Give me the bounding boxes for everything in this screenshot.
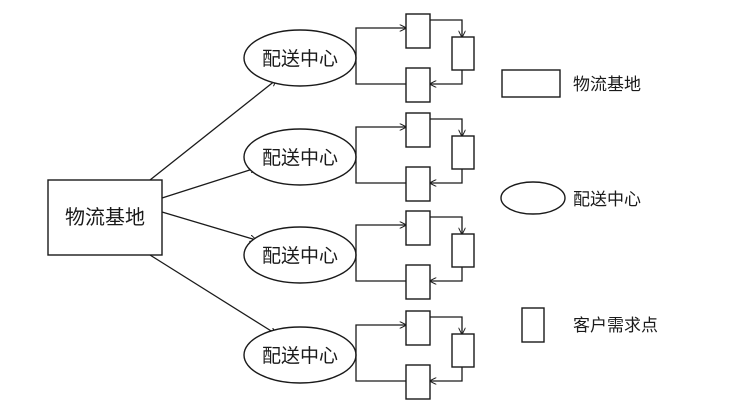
legend-center-swatch <box>500 181 566 215</box>
customer-loop-connector <box>430 169 463 183</box>
customer-point-node <box>405 166 431 202</box>
distribution-cluster-2: 配送中心 <box>243 112 475 202</box>
customer-point-node <box>405 364 431 400</box>
customer-loop-connector <box>430 19 462 37</box>
legend-item-base: 物流基地 <box>501 69 641 98</box>
legend-item-center: 配送中心 <box>500 181 641 215</box>
legend: 物流基地 配送中心 客户需求点 <box>500 69 658 343</box>
customer-point-node <box>451 233 475 268</box>
legend-center-label: 配送中心 <box>573 190 641 210</box>
center-to-customer-connector <box>355 58 406 85</box>
customer-loop-connector <box>430 118 462 136</box>
center-to-customer-connector <box>355 355 406 382</box>
customer-point-node <box>405 112 431 148</box>
center-to-customer-connector <box>355 225 406 255</box>
customer-loop-connector <box>430 70 463 84</box>
center-to-customer-connector <box>355 255 406 282</box>
center-to-customer-connector <box>355 157 406 184</box>
hub-to-center-arrows <box>149 80 276 334</box>
legend-base-label: 物流基地 <box>573 75 641 95</box>
customer-loop-connector <box>430 316 462 334</box>
customer-loop-connector <box>430 216 462 234</box>
customer-point-node <box>405 264 431 300</box>
logistics-base-node: 物流基地 <box>47 179 163 256</box>
customer-point-node <box>405 67 431 103</box>
customer-point-node <box>451 135 475 170</box>
customer-point-node <box>405 310 431 346</box>
customer-point-node <box>405 13 431 49</box>
distribution-cluster-1: 配送中心 <box>243 13 475 103</box>
distribution-cluster-4: 配送中心 <box>243 310 475 400</box>
customer-loop-connector <box>430 267 463 281</box>
center-to-customer-connector <box>355 325 406 355</box>
arrow-to-center-2 <box>161 168 256 199</box>
customer-point-node <box>405 210 431 246</box>
arrow-to-center-1 <box>149 80 276 181</box>
legend-customer-label: 客户需求点 <box>573 316 658 336</box>
logistics-base-label: 物流基地 <box>65 205 145 229</box>
distribution-center-label: 配送中心 <box>262 345 338 367</box>
customer-point-node <box>451 36 475 71</box>
center-to-customer-connector <box>355 127 406 157</box>
distribution-center-label: 配送中心 <box>262 48 338 70</box>
arrow-to-center-3 <box>161 211 256 240</box>
arrow-to-center-4 <box>149 254 276 334</box>
legend-base-swatch <box>501 69 561 98</box>
customer-point-node <box>451 333 475 368</box>
distribution-cluster-3: 配送中心 <box>243 210 475 300</box>
legend-customer-swatch <box>521 307 545 343</box>
distribution-center-label: 配送中心 <box>262 147 338 169</box>
distribution-center-label: 配送中心 <box>262 245 338 267</box>
legend-item-customer: 客户需求点 <box>521 307 658 343</box>
center-to-customer-connector <box>355 28 406 58</box>
customer-loop-connector <box>430 367 463 381</box>
